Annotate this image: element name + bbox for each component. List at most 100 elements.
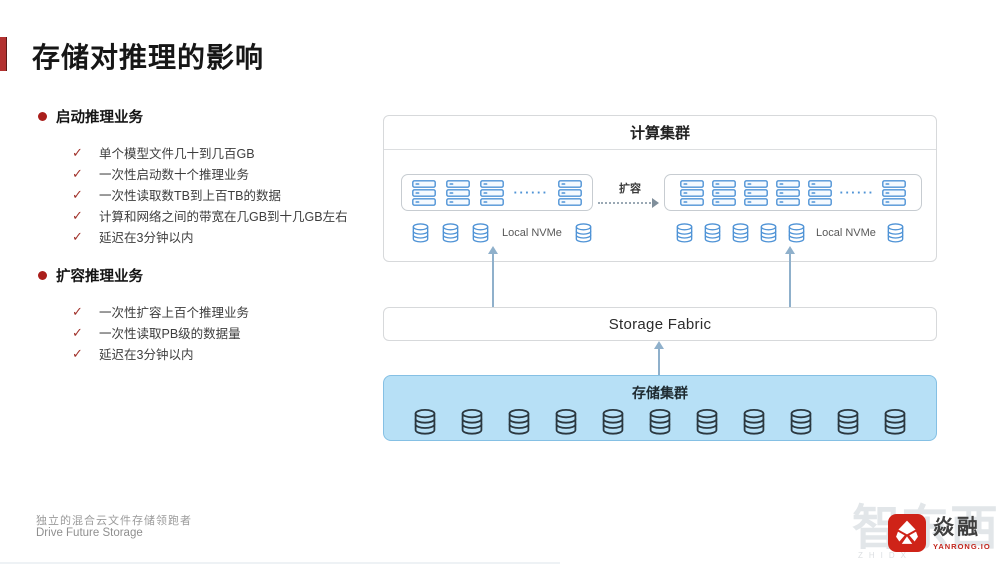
storage-fabric-title: Storage Fabric (608, 315, 712, 333)
server-icon (744, 180, 768, 206)
list-item-text: 一次性扩容上百个推理业务 (99, 306, 250, 320)
list-item: ✓ 计算和网络之间的带宽在几GB到十几GB左右 (72, 205, 383, 226)
scale-out-label: 扩容 (619, 183, 641, 195)
check-icon: ✓ (72, 207, 83, 223)
check-icon: ✓ (72, 228, 83, 244)
section-start-inference: 启动推理业务 ✓ 单个模型文件几十到几百GB ✓ 一次性启动数十个推理业务 ✓ … (38, 106, 383, 247)
arrow-up-icon (488, 246, 498, 254)
compute-rack-left: ······ (401, 174, 593, 211)
database-icon (555, 409, 577, 435)
list-item: ✓ 一次性启动数十个推理业务 (72, 163, 383, 184)
database-icon (414, 409, 436, 435)
database-icon (790, 409, 812, 435)
architecture-diagram: 计算集群 ······ 扩容 ······ (383, 115, 937, 445)
company-tagline-en: Drive Future Storage (36, 527, 143, 539)
connector-line (658, 348, 660, 375)
check-icon: ✓ (72, 165, 83, 181)
database-icon (649, 409, 671, 435)
list-item: ✓ 一次性读取数TB到上百TB的数据 (72, 184, 383, 205)
database-icon (760, 223, 777, 243)
list-item: ✓ 一次性读取PB级的数据量 (72, 322, 383, 343)
database-icon (743, 409, 765, 435)
scale-out-arrow-head-icon (652, 198, 659, 208)
server-icon (776, 180, 800, 206)
scale-out-arrow (598, 202, 654, 204)
server-icon (882, 180, 906, 206)
check-icon: ✓ (72, 324, 83, 340)
connector-line (492, 254, 494, 307)
database-icon (704, 223, 721, 243)
check-icon: ✓ (72, 186, 83, 202)
database-icon (602, 409, 624, 435)
database-icon (732, 223, 749, 243)
arrow-up-icon (654, 341, 664, 349)
server-icon (808, 180, 832, 206)
storage-cluster-box: 存储集群 (383, 375, 937, 441)
server-icon (712, 180, 736, 206)
local-nvme-label: Local NVMe (502, 227, 562, 239)
compute-cluster-box: 计算集群 ······ 扩容 ······ (383, 115, 937, 262)
list-item-text: 计算和网络之间的带宽在几GB到十几GB左右 (99, 210, 348, 224)
compute-rack-right: ······ (664, 174, 922, 211)
logo-text-block: 焱融 YANRONG.IO (933, 514, 991, 552)
storage-cluster-title: 存储集群 (632, 385, 688, 401)
company-logo: 焱融 YANRONG.IO (888, 514, 991, 552)
server-icon (412, 180, 436, 206)
watermark-subtext: ZHIDX (858, 551, 912, 560)
database-icon (696, 409, 718, 435)
list-item-text: 延迟在3分钟以内 (99, 231, 194, 245)
section-heading: 启动推理业务 (38, 106, 383, 126)
check-list: ✓ 单个模型文件几十到几百GB ✓ 一次性启动数十个推理业务 ✓ 一次性读取数T… (72, 142, 383, 247)
database-icon (472, 223, 489, 243)
check-icon: ✓ (72, 144, 83, 160)
list-item-text: 延迟在3分钟以内 (99, 348, 194, 362)
list-item-text: 一次性启动数十个推理业务 (99, 168, 250, 182)
database-icon (837, 409, 859, 435)
bullet-dot-icon (38, 111, 47, 121)
storage-fabric-box: Storage Fabric (383, 307, 937, 341)
list-item: ✓ 单个模型文件几十到几百GB (72, 142, 383, 163)
database-icon (788, 223, 805, 243)
check-icon: ✓ (72, 345, 83, 361)
page-title: 存储对推理的影响 (32, 42, 265, 73)
local-nvme-label: Local NVMe (816, 227, 876, 239)
section-heading-label: 扩容推理业务 (56, 268, 143, 285)
list-item-text: 单个模型文件几十到几百GB (99, 147, 255, 161)
yanrong-logo-icon (888, 514, 926, 552)
company-tagline-cn: 独立的混合云文件存储领跑者 (36, 515, 192, 527)
connector-line (789, 254, 791, 307)
section-scale-inference: 扩容推理业务 ✓ 一次性扩容上百个推理业务 ✓ 一次性读取PB级的数据量 ✓ 延… (38, 265, 383, 364)
section-heading: 扩容推理业务 (38, 265, 383, 285)
database-icon (412, 223, 429, 243)
title-accent-bar (0, 37, 7, 71)
logo-name: 焱融 (933, 516, 981, 539)
server-icon (680, 180, 704, 206)
server-icon (480, 180, 504, 206)
database-icon (575, 223, 592, 243)
database-icon (884, 409, 906, 435)
arrow-up-icon (785, 246, 795, 254)
storage-disk-row (384, 403, 936, 435)
server-icon (446, 180, 470, 206)
footer-divider (0, 562, 560, 564)
database-icon (676, 223, 693, 243)
database-icon (887, 223, 904, 243)
list-item-text: 一次性读取数TB到上百TB的数据 (99, 189, 281, 203)
database-icon (508, 409, 530, 435)
bullet-dot-icon (38, 270, 47, 280)
check-icon: ✓ (72, 303, 83, 319)
compute-cluster-title: 计算集群 (384, 116, 936, 150)
check-list: ✓ 一次性扩容上百个推理业务 ✓ 一次性读取PB级的数据量 ✓ 延迟在3分钟以内 (72, 301, 383, 364)
nvme-row-right: Local NVMe (676, 223, 904, 243)
list-item: ✓ 延迟在3分钟以内 (72, 343, 383, 364)
database-icon (461, 409, 483, 435)
list-item-text: 一次性读取PB级的数据量 (99, 327, 241, 341)
bullet-column: 启动推理业务 ✓ 单个模型文件几十到几百GB ✓ 一次性启动数十个推理业务 ✓ … (38, 106, 383, 364)
ellipsis-dots: ······ (839, 184, 875, 200)
database-icon (442, 223, 459, 243)
section-heading-label: 启动推理业务 (56, 109, 143, 126)
server-icon (558, 180, 582, 206)
list-item: ✓ 延迟在3分钟以内 (72, 226, 383, 247)
ellipsis-dots: ······ (513, 184, 549, 200)
